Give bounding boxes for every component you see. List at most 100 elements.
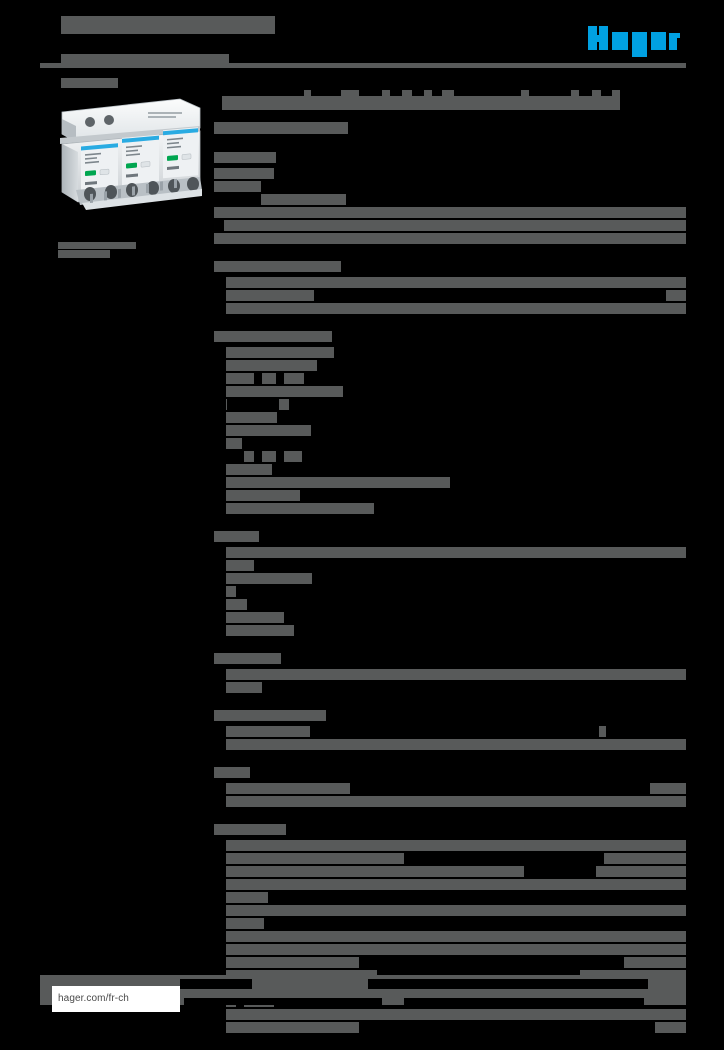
row-separator	[214, 942, 686, 944]
document-title-bar-2	[61, 78, 118, 88]
row-separator	[214, 231, 686, 233]
section-gap	[214, 1035, 686, 1050]
row-separator	[214, 205, 686, 207]
row-separator	[214, 179, 686, 181]
table-row[interactable]	[214, 726, 686, 737]
table-row[interactable]	[214, 573, 686, 584]
table-row[interactable]	[214, 783, 686, 794]
table-row[interactable]	[214, 682, 686, 693]
table-row[interactable]	[214, 168, 686, 179]
row-separator	[214, 929, 686, 931]
footer-url[interactable]: hager.com/fr-ch	[52, 986, 180, 1012]
footer-center-bar-4	[348, 986, 357, 993]
table-row[interactable]	[214, 944, 686, 955]
row-value-gap	[314, 290, 666, 301]
row-value-gap	[254, 560, 686, 571]
table-row[interactable]	[214, 425, 686, 436]
table-row[interactable]	[214, 412, 686, 423]
table-row[interactable]	[214, 866, 686, 877]
row-redacted-bar	[214, 207, 686, 218]
table-row[interactable]	[214, 207, 686, 218]
row-value-gap	[294, 625, 686, 636]
table-row[interactable]	[214, 347, 686, 358]
table-row[interactable]	[214, 853, 686, 864]
table-row[interactable]	[214, 290, 686, 301]
row-value-gap	[214, 944, 226, 955]
section-title-redacted	[214, 531, 686, 544]
row-value-gap	[300, 490, 686, 501]
table-row[interactable]	[214, 490, 686, 501]
table-row[interactable]	[214, 840, 686, 851]
table-row[interactable]	[214, 669, 686, 680]
table-row[interactable]	[214, 477, 686, 488]
row-value-gap	[310, 726, 599, 737]
table-row[interactable]	[214, 438, 686, 449]
table-row[interactable]	[214, 360, 686, 371]
row-value-gap	[346, 194, 686, 205]
table-row[interactable]	[214, 451, 686, 462]
table-row[interactable]	[214, 194, 686, 205]
table-row[interactable]	[214, 796, 686, 807]
footer-divider	[40, 975, 686, 979]
row-value-gap	[276, 373, 284, 384]
footer-notch-0	[180, 979, 252, 989]
table-row[interactable]	[214, 220, 686, 231]
table-row[interactable]	[214, 931, 686, 942]
row-value-gap	[247, 599, 686, 610]
row-value-gap	[214, 931, 226, 942]
row-separator	[214, 737, 686, 739]
table-row[interactable]	[214, 373, 686, 384]
row-separator	[214, 449, 686, 451]
table-row[interactable]	[214, 464, 686, 475]
section-gap	[214, 809, 686, 824]
left-meta-bar-1	[58, 250, 110, 258]
table-row[interactable]	[214, 303, 686, 314]
row-value-gap	[214, 573, 226, 584]
row-value-gap	[214, 783, 226, 794]
table-row[interactable]	[214, 957, 686, 968]
table-row[interactable]	[214, 612, 686, 623]
row-separator	[214, 877, 686, 879]
table-row[interactable]	[214, 739, 686, 750]
row-value-gap	[214, 560, 226, 571]
table-row[interactable]	[214, 1009, 686, 1020]
page-title-ascender-1	[341, 90, 359, 96]
row-value-gap	[214, 425, 226, 436]
row-value-gap	[214, 905, 226, 916]
row-value-gap	[343, 386, 686, 397]
table-row[interactable]	[214, 892, 686, 903]
row-separator	[214, 514, 686, 516]
table-row[interactable]	[214, 547, 686, 558]
table-row[interactable]	[214, 599, 686, 610]
page-subtitle-bar-0	[214, 122, 348, 134]
row-value-gap	[276, 451, 284, 462]
row-value-gap	[214, 373, 226, 384]
table-row[interactable]	[214, 918, 686, 929]
table-row[interactable]	[214, 503, 686, 514]
table-section	[214, 261, 686, 331]
row-value-gap	[242, 438, 686, 449]
table-row[interactable]	[214, 399, 686, 410]
row-redacted-bar	[214, 866, 686, 877]
row-separator	[214, 890, 686, 892]
table-row[interactable]	[214, 625, 686, 636]
row-separator	[214, 218, 686, 220]
table-row[interactable]	[214, 181, 686, 192]
table-row[interactable]	[214, 586, 686, 597]
row-value-gap	[214, 879, 226, 890]
row-redacted-bar	[214, 944, 686, 955]
table-row[interactable]	[214, 905, 686, 916]
row-separator	[214, 584, 686, 586]
table-row[interactable]	[214, 879, 686, 890]
row-value-gap	[224, 451, 244, 462]
table-row[interactable]	[214, 560, 686, 571]
row-separator	[214, 410, 686, 412]
row-value-gap	[214, 586, 226, 597]
row-value-gap	[214, 866, 226, 877]
table-row[interactable]	[214, 386, 686, 397]
table-row[interactable]	[214, 233, 686, 244]
row-value-gap	[214, 194, 261, 205]
table-row[interactable]	[214, 277, 686, 288]
row-value-gap	[272, 464, 686, 475]
row-value-gap	[274, 168, 686, 179]
